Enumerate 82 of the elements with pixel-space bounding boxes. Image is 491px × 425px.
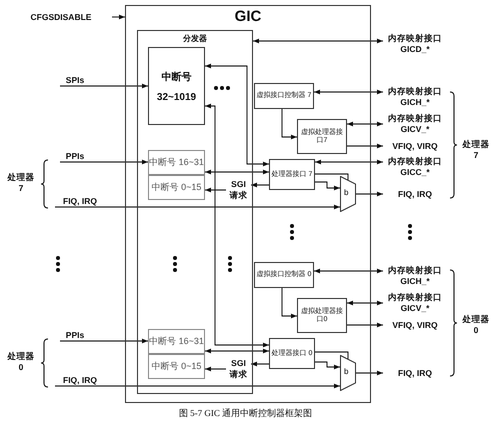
signal-label: CFGSDISABLE	[30, 12, 92, 22]
arrow	[346, 322, 384, 328]
arrow	[204, 64, 270, 166]
signal-label: GICV_*	[400, 303, 430, 314]
signal-label: FIQ, IRQ	[398, 368, 432, 378]
signal-label: SGI 请求	[228, 179, 248, 201]
arrow	[346, 122, 384, 126]
arrow	[314, 90, 384, 94]
signal-label: FIQ, IRQ	[63, 374, 97, 386]
signal-label: FIQ, IRQ	[398, 188, 432, 200]
processor-label: 处理器 0	[461, 314, 490, 336]
arrow	[252, 38, 384, 44]
arrow	[282, 288, 298, 318]
interface-box	[269, 159, 315, 190]
box-label: 中断号 0~15	[152, 182, 202, 193]
signal-label: GICH_*	[400, 97, 430, 108]
interface-box	[297, 298, 347, 333]
arrow	[204, 170, 270, 174]
arrow	[314, 182, 340, 190]
arrow	[60, 160, 148, 164]
interrupt-range-box	[148, 175, 205, 200]
arrow	[60, 338, 148, 344]
box-label: 中断号 16~31	[149, 157, 204, 168]
arrow	[112, 14, 126, 20]
interrupt-range-box	[148, 150, 205, 175]
arrow	[314, 160, 384, 164]
connector-line	[314, 174, 348, 180]
interface-box	[254, 262, 314, 288]
signal-label: GICD_*	[400, 44, 430, 55]
signal-label: 内存映射接口	[388, 113, 442, 124]
signal-label: PPIs	[66, 330, 84, 340]
signal-label: VFIQ, VIRQ	[392, 140, 438, 152]
processor-label: 处理器 7	[461, 139, 490, 161]
arrow	[60, 84, 148, 88]
signal-label: GICH_*	[400, 276, 430, 287]
signal-label: 内存映射接口	[388, 156, 442, 167]
signal-label: VFIQ, VIRQ	[392, 320, 438, 330]
mux-label: b	[344, 367, 348, 376]
signal-label: PPIs	[66, 150, 84, 162]
arrow	[314, 362, 340, 370]
signal-label: GICV_*	[400, 124, 430, 135]
arrow	[204, 104, 270, 348]
arrow	[282, 108, 298, 140]
signal-label: SPIs	[66, 74, 84, 86]
arrow	[250, 182, 270, 188]
distributor-block	[137, 30, 253, 394]
interface-box	[148, 47, 205, 125]
interrupt-range-box	[148, 354, 205, 379]
signal-label: SGI 请求	[228, 358, 248, 380]
connector-line	[314, 352, 348, 360]
mux-label: b	[344, 188, 348, 197]
caption: 图 5-7 GIC 通用中断控制器框架图	[178, 407, 314, 420]
arrow	[356, 370, 384, 376]
arrow	[314, 268, 384, 274]
interface-box	[254, 83, 314, 109]
block-title: 分发器	[182, 33, 208, 44]
block-title: GIC	[234, 8, 262, 25]
controller-block	[125, 5, 371, 403]
processor-label: 处理器 7	[6, 172, 36, 194]
signal-label: 内存映射接口	[388, 33, 442, 44]
signal-label: GICC_*	[400, 167, 430, 178]
arrow	[346, 144, 384, 148]
processor-label: 处理器 0	[6, 351, 36, 373]
signal-label: FIQ, IRQ	[63, 196, 97, 206]
arrow	[54, 384, 340, 388]
arrow	[204, 348, 270, 354]
arrow	[250, 362, 270, 366]
arrow	[204, 366, 226, 372]
signal-label: 内存映射接口	[388, 86, 442, 97]
box-label: 中断号 16~31	[149, 336, 204, 347]
arrow	[204, 188, 226, 192]
arrow	[54, 204, 340, 210]
interface-box	[297, 119, 347, 154]
signal-label: 内存映射接口	[388, 292, 442, 303]
signal-label: 内存映射接口	[388, 265, 442, 276]
box-label: 中断号 0~15	[152, 361, 202, 372]
box-label: 32~1019	[156, 92, 196, 102]
arrow	[346, 300, 384, 306]
arrow	[356, 192, 384, 196]
interface-box	[269, 338, 315, 369]
interrupt-range-box	[148, 329, 205, 354]
box-label: 中断号	[162, 70, 192, 84]
